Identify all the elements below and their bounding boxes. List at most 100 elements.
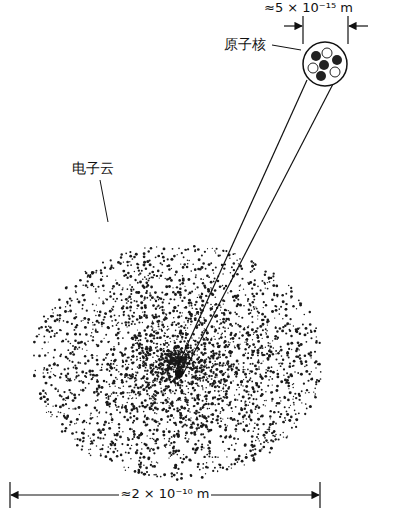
electron-dot	[126, 261, 129, 264]
electron-dot	[81, 320, 83, 322]
electron-dot	[235, 375, 237, 377]
electron-dot	[200, 367, 202, 369]
electron-dot	[145, 357, 148, 360]
electron-dot	[175, 389, 177, 391]
electron-dot	[192, 263, 194, 265]
electron-dot	[148, 474, 150, 476]
electron-dot	[263, 441, 265, 443]
electron-dot	[136, 372, 138, 374]
electron-dot	[137, 282, 139, 284]
electron-dot	[242, 416, 245, 419]
electron-dot	[117, 395, 118, 396]
electron-dot	[249, 418, 251, 420]
electron-dot	[109, 310, 112, 313]
electron-dot	[163, 299, 165, 301]
electron-dot	[104, 338, 105, 339]
electron-dot	[262, 293, 265, 296]
electron-dot	[196, 447, 199, 450]
electron-dot	[157, 392, 160, 395]
electron-dot	[267, 324, 268, 325]
electron-dot	[89, 423, 91, 425]
electron-dot	[116, 433, 119, 436]
electron-dot	[251, 265, 254, 268]
electron-dot	[93, 310, 95, 312]
electron-dot	[121, 381, 124, 384]
electron-dot	[132, 373, 133, 374]
electron-dot	[111, 320, 113, 322]
electron-dot	[63, 391, 65, 393]
electron-dot	[217, 345, 220, 348]
electron-dot	[244, 369, 245, 370]
electron-dot	[167, 374, 170, 377]
electron-dot	[75, 285, 78, 288]
electron-dot	[66, 321, 69, 324]
electron-dot	[267, 342, 269, 344]
electron-dot	[97, 286, 99, 288]
electron-dot	[304, 413, 306, 415]
electron-dot	[200, 394, 201, 395]
electron-dot	[261, 280, 263, 282]
electron-dot	[115, 392, 117, 394]
electron-dot	[162, 402, 165, 405]
electron-dot	[210, 421, 213, 424]
electron-dot	[65, 306, 66, 307]
electron-dot	[234, 394, 235, 395]
electron-dot	[109, 370, 111, 372]
electron-dot	[163, 344, 166, 347]
electron-dot	[237, 345, 240, 348]
electron-dot	[139, 357, 141, 359]
electron-dot	[231, 467, 232, 468]
electron-dot	[169, 277, 172, 280]
electron-dot	[210, 287, 211, 288]
electron-dot	[142, 322, 143, 323]
electron-dot	[132, 320, 134, 322]
electron-dot	[209, 408, 210, 409]
electron-dot	[100, 453, 101, 454]
electron-dot	[272, 340, 273, 341]
electron-dot	[78, 394, 80, 396]
electron-dot	[146, 418, 149, 421]
electron-dot	[310, 351, 312, 353]
electron-dot	[263, 301, 265, 303]
electron-dot	[75, 431, 77, 433]
electron-dot	[222, 321, 224, 323]
electron-dot	[146, 297, 148, 299]
electron-dot	[108, 446, 110, 448]
electron-dot	[128, 374, 130, 376]
electron-dot	[126, 367, 129, 370]
electron-dot	[71, 300, 73, 302]
electron-dot	[102, 444, 104, 446]
electron-dot	[189, 367, 191, 369]
electron-dot	[273, 430, 276, 433]
electron-dot	[156, 337, 158, 339]
electron-dot	[239, 331, 240, 332]
electron-dot	[67, 373, 69, 375]
electron-dot	[247, 369, 249, 371]
electron-dot	[306, 408, 308, 410]
electron-dot	[163, 247, 166, 250]
electron-dot	[140, 360, 142, 362]
electron-dot	[184, 286, 185, 287]
electron-dot	[100, 279, 102, 281]
electron-dot	[110, 374, 112, 376]
electron-dot	[153, 274, 155, 276]
electron-dot	[171, 472, 174, 475]
electron-dot	[187, 327, 188, 328]
electron-dot	[258, 312, 260, 314]
electron-dot	[203, 279, 204, 280]
electron-dot	[223, 304, 224, 305]
electron-dot	[168, 264, 171, 267]
electron-dot	[149, 450, 151, 452]
electron-dot	[124, 347, 127, 350]
electron-dot	[173, 434, 176, 437]
electron-dot	[135, 371, 136, 372]
electron-dot	[278, 363, 280, 365]
electron-dot	[305, 392, 306, 393]
electron-dot	[171, 475, 173, 477]
electron-dot	[277, 370, 278, 371]
electron-dot	[208, 366, 210, 368]
electron-dot	[256, 336, 259, 339]
electron-dot	[131, 286, 133, 288]
electron-dot	[210, 370, 212, 372]
electron-dot	[80, 389, 81, 390]
